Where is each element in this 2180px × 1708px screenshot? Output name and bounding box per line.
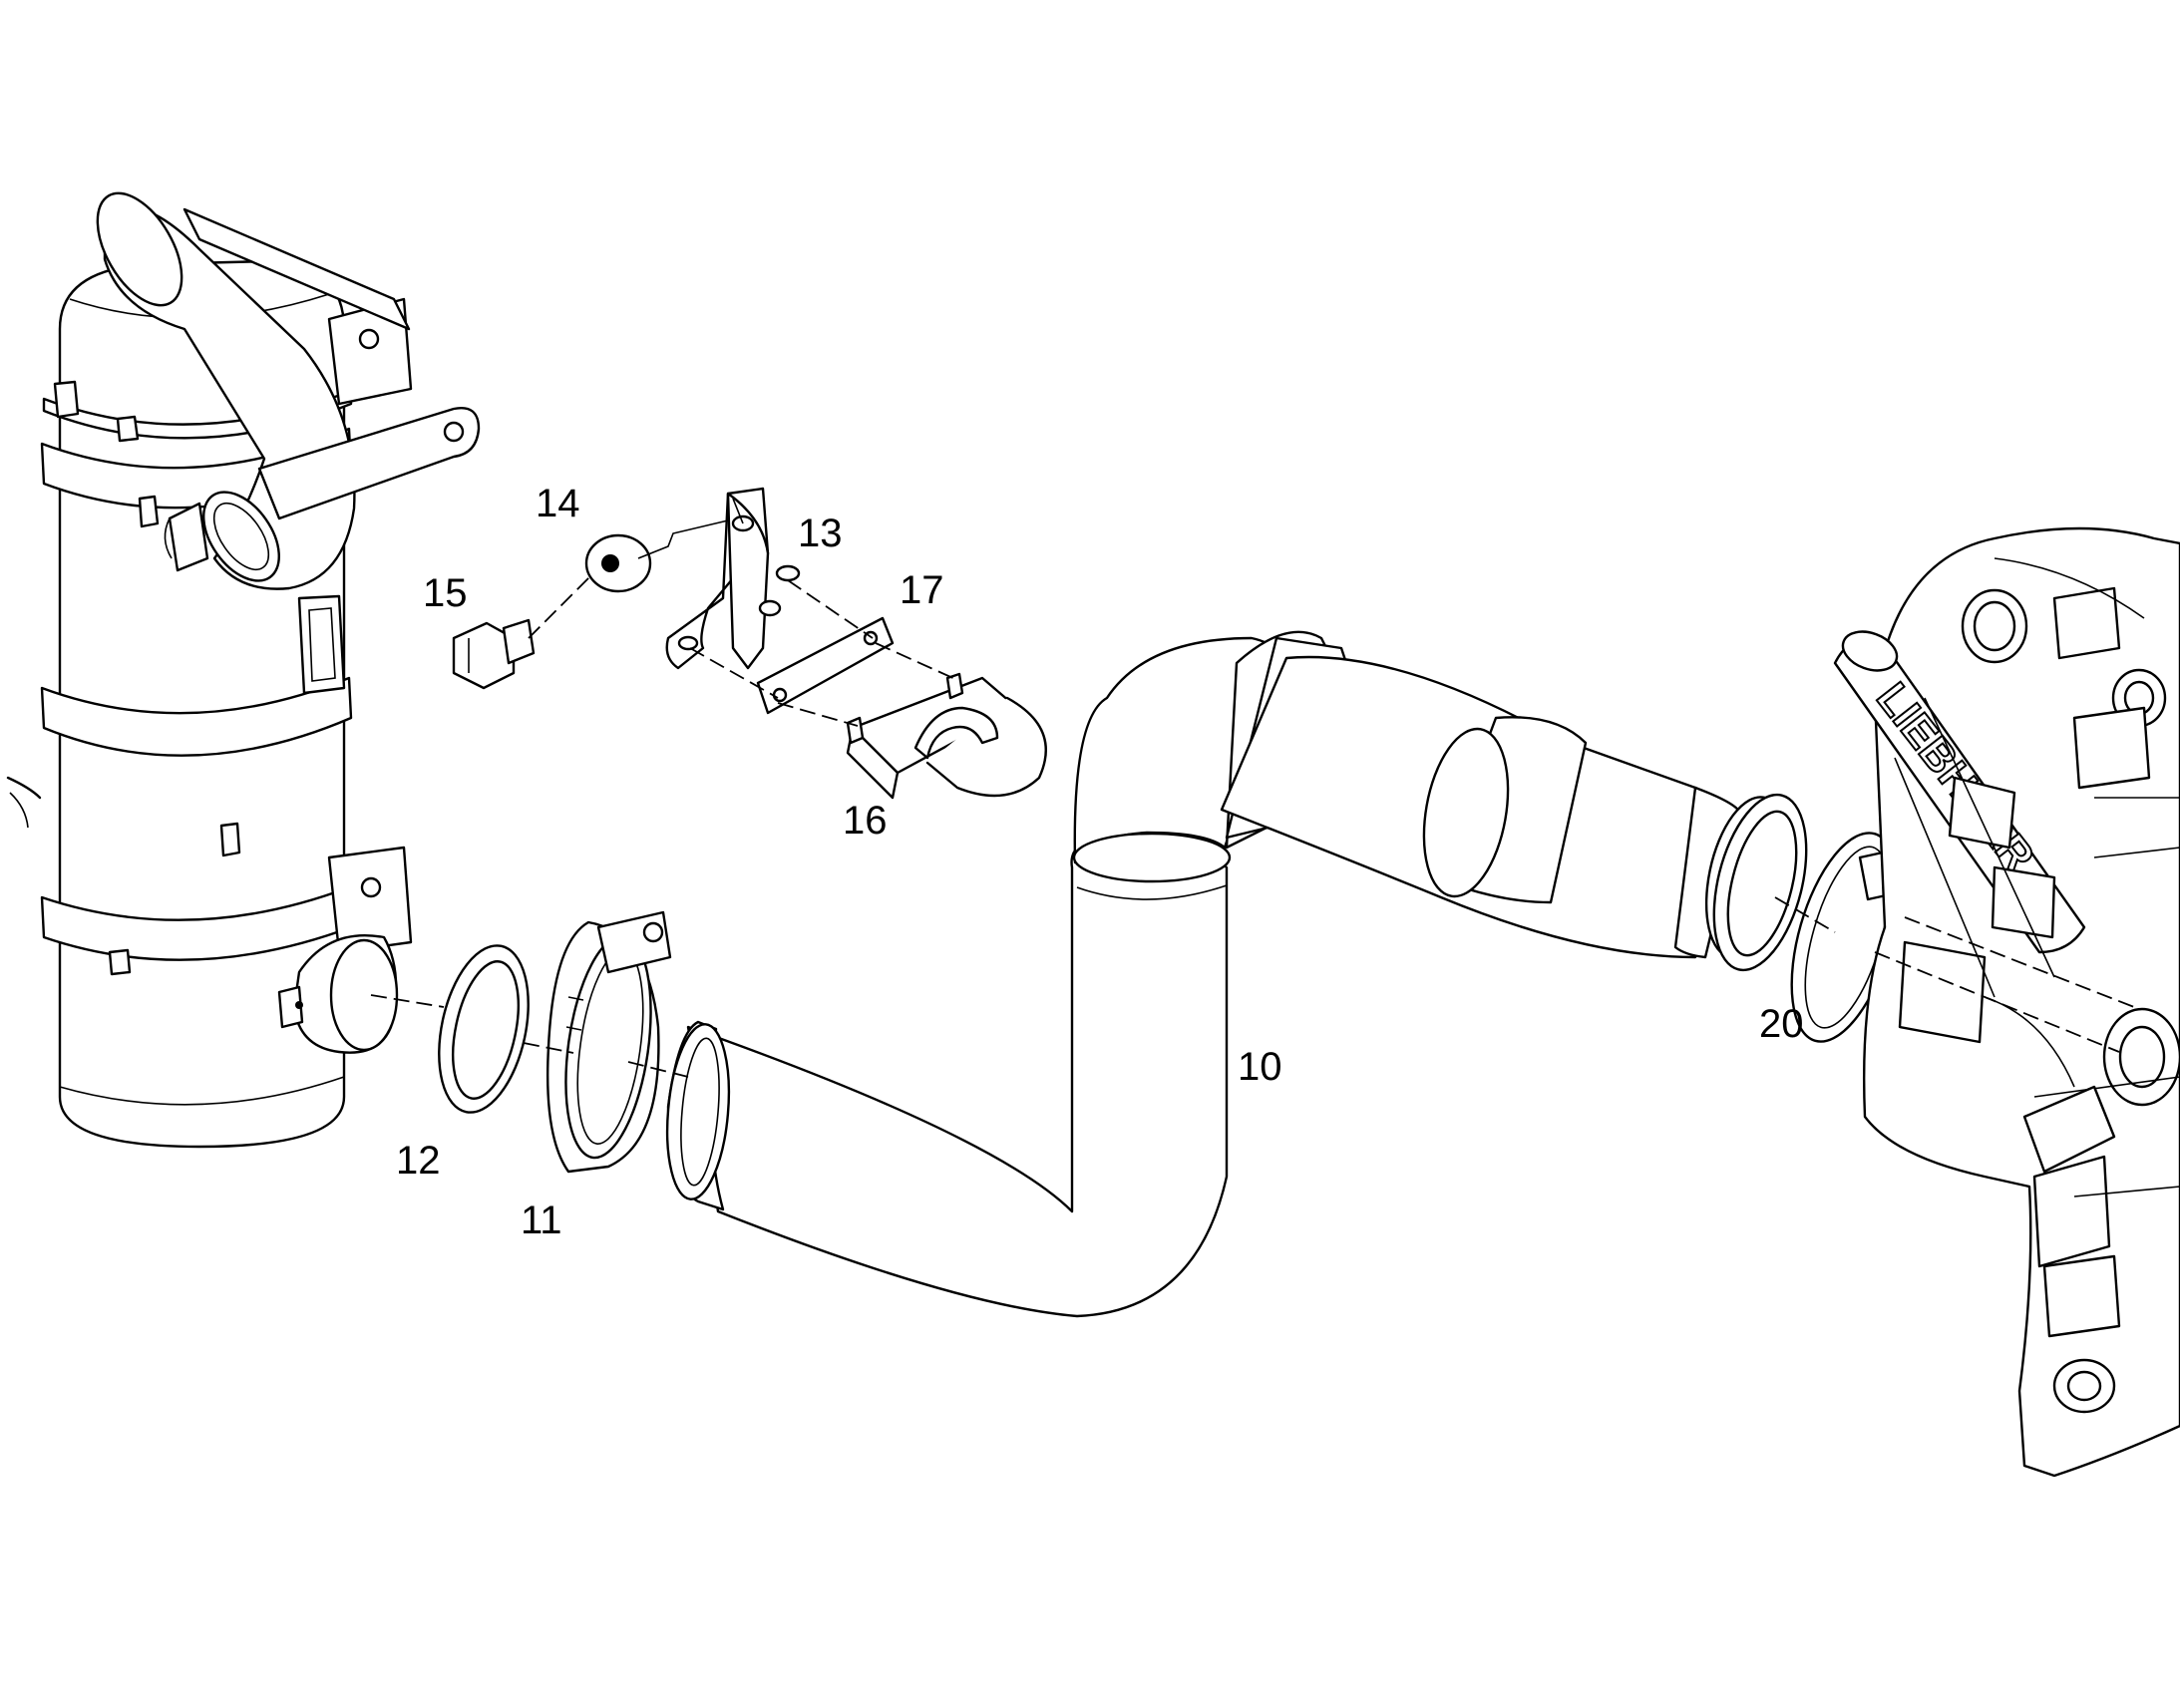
callout-20: 20 (1759, 1002, 1804, 1046)
callout-13: 13 (798, 512, 843, 555)
exhaust-pipe-10 (665, 630, 1790, 1318)
callout-15: 15 (423, 571, 468, 615)
callouts: 10 11 12 13 14 15 16 17 20 (396, 482, 1804, 1242)
engine-block: LIEBHERR (1833, 526, 2180, 1478)
clamp-plate-17 (756, 616, 895, 715)
v-band-clamp-11 (545, 910, 672, 1174)
exhaust-stack (96, 191, 481, 590)
mounting-bracket-13 (665, 487, 801, 670)
canister-outlet-flange (277, 933, 399, 1054)
callout-12: 12 (396, 1139, 441, 1183)
assembly-lines (370, 519, 2135, 1078)
callout-10: 10 (1238, 1045, 1282, 1089)
callout-14: 14 (536, 482, 580, 525)
callout-17: 17 (900, 568, 944, 612)
callout-11: 11 (521, 1198, 562, 1242)
seal-ring-12 (438, 944, 530, 1114)
u-bolt-clamp-16 (846, 672, 1047, 800)
seal-ring-20a (1712, 793, 1808, 972)
callout-16: 16 (843, 799, 888, 843)
washer-14 (584, 533, 652, 593)
hex-bolt-15 (452, 618, 536, 690)
